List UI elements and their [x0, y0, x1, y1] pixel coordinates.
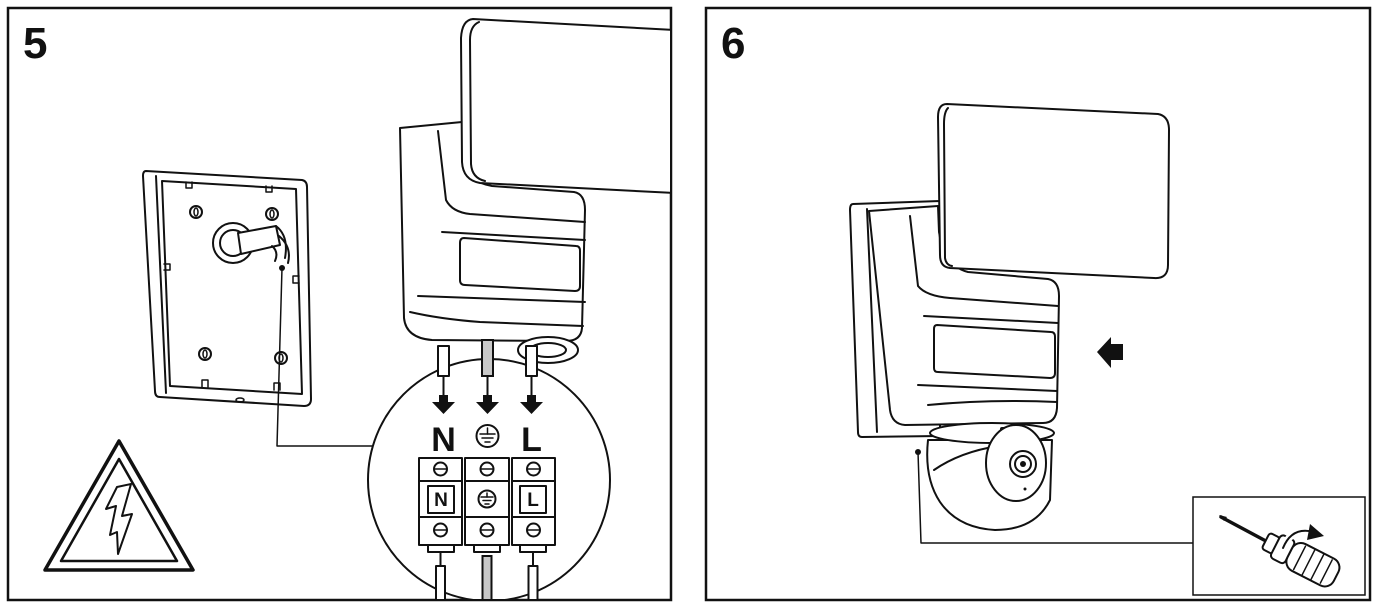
step-5-content: N L N — [43, 18, 670, 599]
screw-hole — [189, 205, 203, 219]
terminal-neutral: N — [418, 457, 463, 553]
floodlight-lamp-head — [937, 103, 1170, 280]
leader-line — [276, 265, 373, 447]
step-5-panel: N L N — [6, 6, 673, 602]
neutral-terminal-label: N — [434, 490, 448, 511]
live-wire-label: L — [521, 421, 542, 459]
plate-notch — [292, 275, 300, 284]
sensor-window — [459, 237, 581, 292]
down-arrow-icon — [432, 395, 455, 414]
floodlight-lamp-head — [460, 18, 670, 194]
camera-dome — [926, 422, 1055, 531]
plate-notch — [265, 185, 273, 193]
floodlight-body — [868, 205, 1060, 426]
plate-notch — [273, 382, 281, 391]
plate-notch — [201, 379, 209, 388]
earth-wire — [481, 339, 494, 397]
step-6-content — [849, 103, 1366, 596]
step-number: 6 — [721, 19, 745, 68]
camera-lens — [985, 424, 1047, 502]
terminal-screw — [526, 522, 541, 538]
terminal-screw — [526, 461, 541, 477]
screw-hole — [198, 347, 212, 361]
earth-ground-icon — [475, 424, 500, 448]
step-6-panel: 6 — [704, 6, 1372, 602]
down-arrow-icon — [476, 395, 499, 414]
terminal-screw — [479, 522, 495, 538]
screw-hole — [265, 207, 279, 221]
cable-entry — [212, 222, 290, 264]
rotate-clockwise-arrow-icon — [1279, 524, 1324, 552]
terminal-earth — [464, 457, 510, 553]
terminal-screw — [433, 522, 448, 538]
live-wire — [525, 345, 538, 397]
neutral-wire-label: N — [431, 421, 456, 459]
tool-inset — [1192, 496, 1366, 596]
lightning-bolt-icon — [105, 483, 133, 555]
plate-notch — [163, 263, 171, 271]
electric-hazard-warning-icon — [43, 439, 195, 572]
wall-mounting-plate — [142, 170, 312, 407]
down-arrow-icon — [520, 395, 543, 414]
live-terminal-label: L — [527, 490, 539, 511]
earth-ground-icon — [477, 489, 497, 509]
plate-outline — [142, 170, 312, 407]
plate-notch — [185, 181, 193, 189]
step-number: 5 — [23, 19, 47, 68]
terminal-block: N — [418, 457, 556, 599]
leader-line — [915, 449, 1194, 544]
terminal-screw — [433, 461, 448, 477]
screw-hole — [274, 351, 288, 365]
terminal-screw — [479, 461, 495, 477]
neutral-wire — [437, 345, 450, 397]
screwdriver-icon — [1219, 515, 1341, 588]
left-arrow-icon — [1097, 337, 1123, 368]
sensor-window — [933, 324, 1056, 379]
terminal-live: L — [511, 457, 556, 553]
plate-inner-frame — [161, 180, 303, 395]
plate-drain-hole — [235, 397, 245, 403]
plate-edge — [155, 175, 167, 394]
outgoing-wires — [435, 551, 539, 599]
